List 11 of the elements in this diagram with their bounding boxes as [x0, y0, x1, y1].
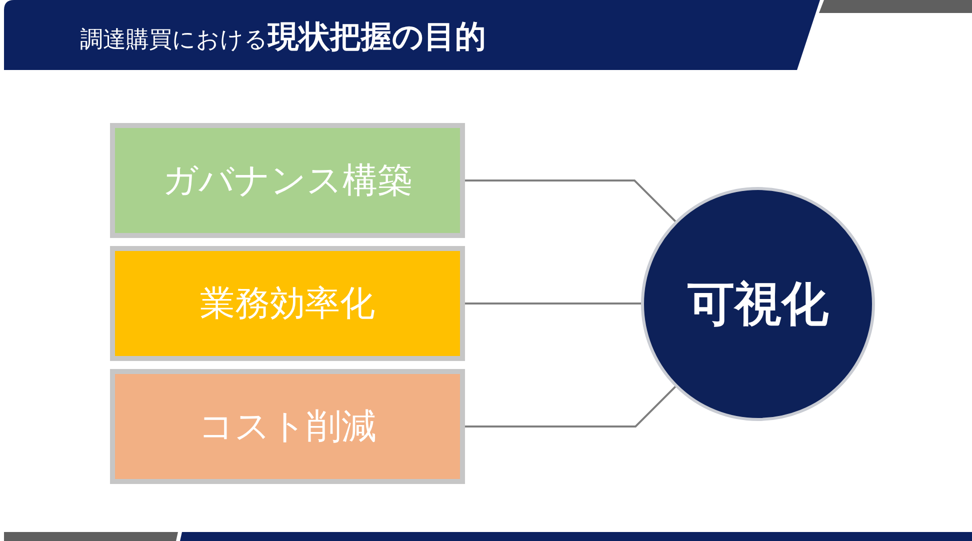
connector-line	[465, 180, 677, 223]
slide-title: 調達購買における現状把握の目的	[80, 18, 486, 57]
goal-box	[110, 246, 465, 361]
goal-box	[110, 123, 465, 238]
connector-line	[465, 385, 677, 428]
box-label: ガバナンス構築	[162, 160, 412, 203]
box-label: コスト削減	[198, 406, 376, 449]
box-label: 業務効率化	[200, 283, 375, 326]
circle-label: 可視化	[688, 276, 828, 334]
goal-box	[110, 369, 465, 484]
connector-line	[465, 302, 642, 304]
